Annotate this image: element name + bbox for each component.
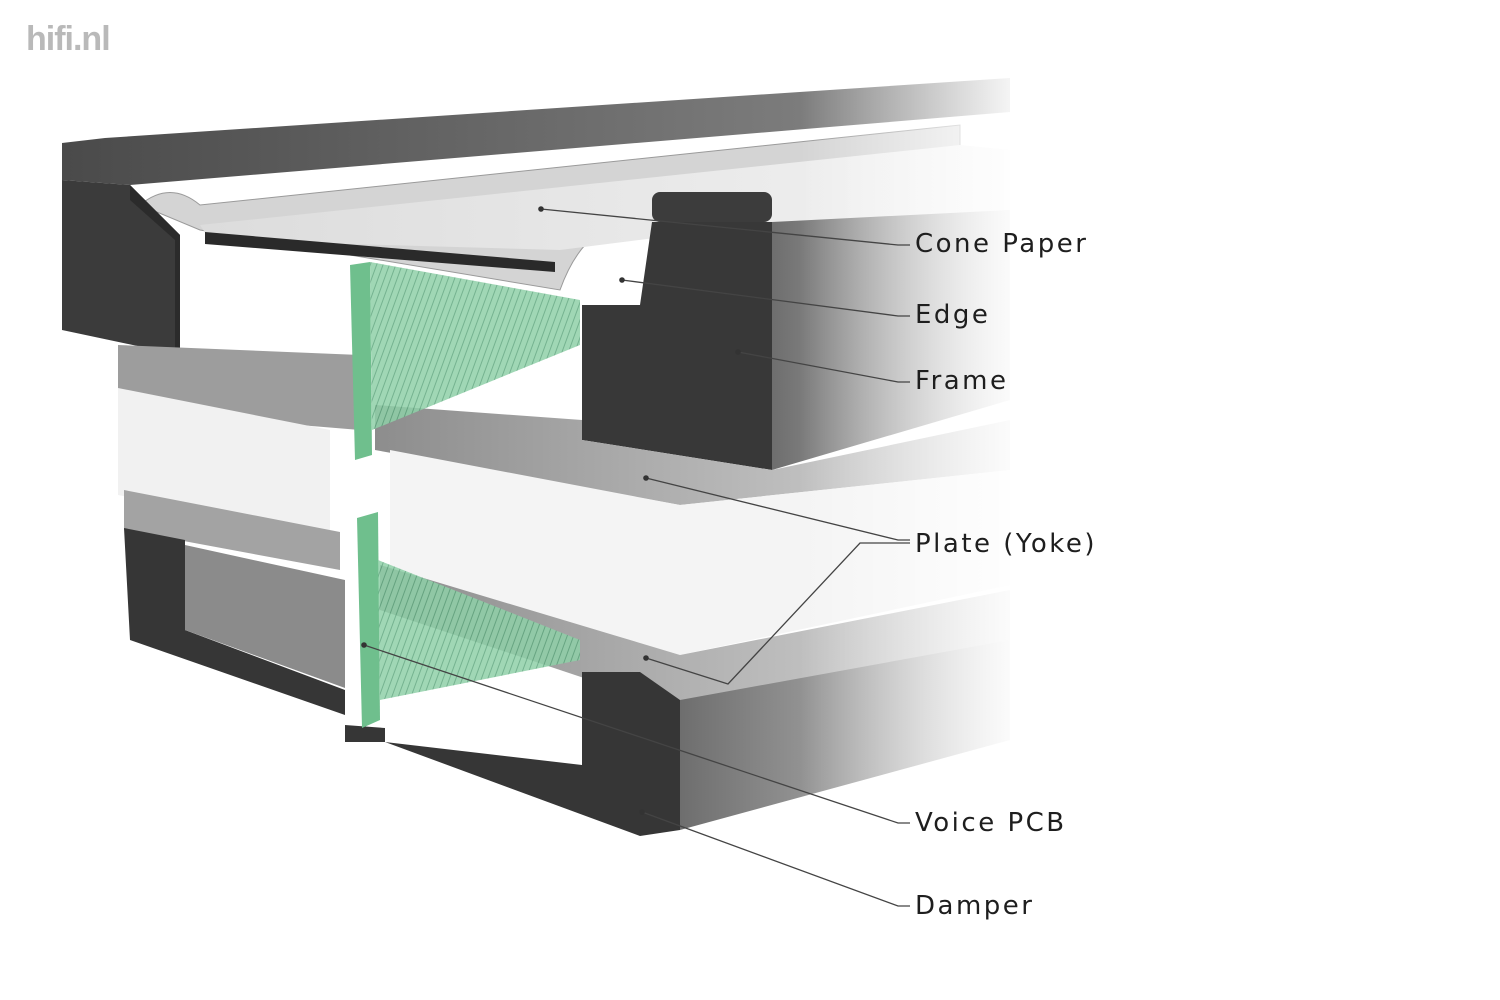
voice-pcb <box>350 262 580 728</box>
leader-cone-paper <box>540 208 910 246</box>
fade-overlay <box>800 60 1030 860</box>
label-plate-yoke: Plate (Yoke) <box>915 529 1098 559</box>
label-damper: Damper <box>915 891 1035 921</box>
label-cone-paper: Cone Paper <box>915 229 1089 259</box>
leader-damper <box>641 811 910 907</box>
frame-left <box>62 180 180 355</box>
top-rail <box>62 78 1010 185</box>
leader-edge <box>621 279 910 317</box>
hifi-logo-watermark: hifi.nl <box>26 20 111 58</box>
label-edge: Edge <box>915 300 991 330</box>
leader-plate-lower <box>645 542 910 685</box>
leader-plate-upper <box>645 477 910 541</box>
label-voice-pcb: Voice PCB <box>915 808 1067 838</box>
leader-lines <box>363 208 910 907</box>
leader-dots <box>361 206 741 815</box>
leader-voice-pcb <box>363 644 910 824</box>
leader-frame <box>737 351 910 383</box>
label-frame: Frame <box>915 366 1009 396</box>
